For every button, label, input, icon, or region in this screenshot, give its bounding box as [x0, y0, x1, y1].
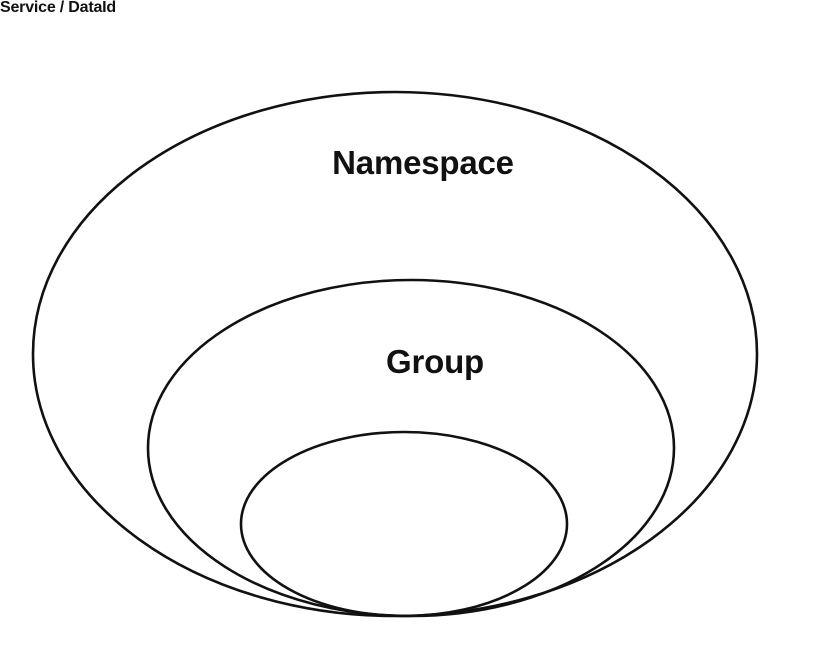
ellipse-service-dataid: [239, 430, 569, 618]
label-service-dataid: Service / DataId: [0, 0, 116, 16]
label-group: Group: [386, 343, 484, 380]
label-namespace: Namespace: [332, 144, 514, 181]
ellipse-group: [146, 278, 676, 618]
